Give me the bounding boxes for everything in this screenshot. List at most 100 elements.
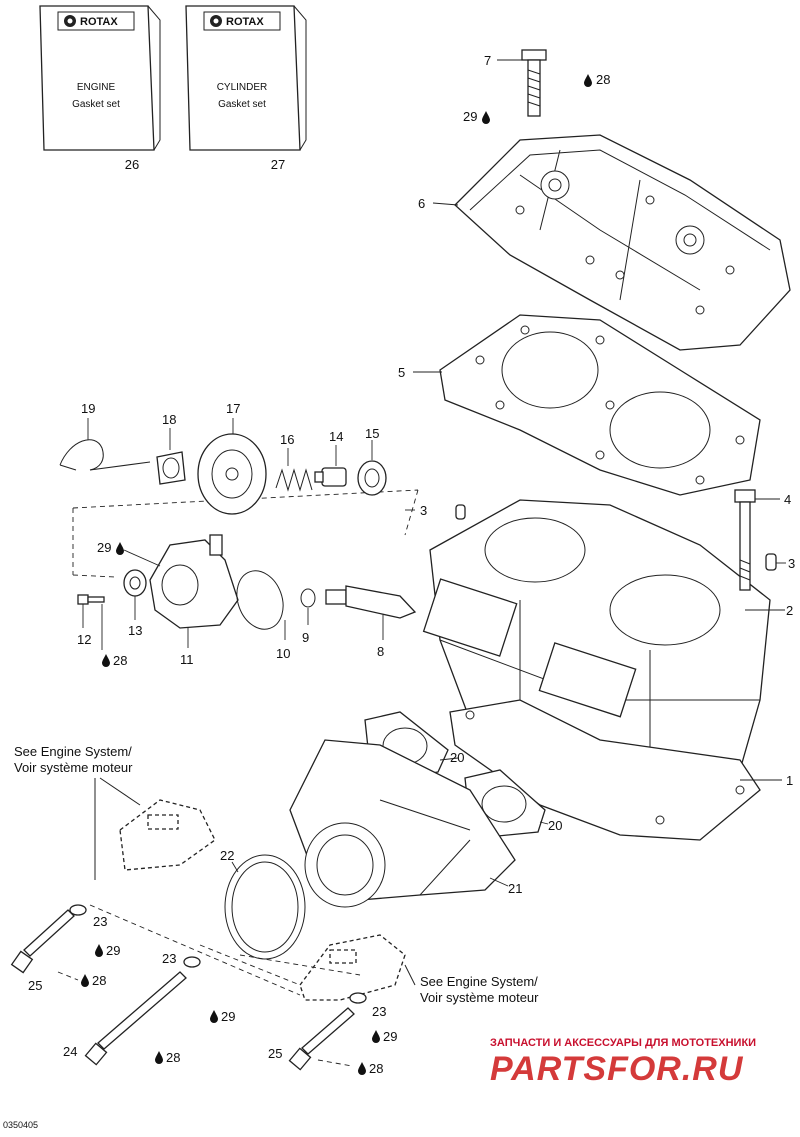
callout-15: 15 (365, 426, 379, 441)
callout-12: 12 (77, 632, 91, 647)
package-subtitle: Gasket set (218, 99, 266, 110)
drop-icon (102, 654, 110, 667)
o-ring-9 (300, 588, 316, 608)
callout-4: 4 (784, 492, 791, 507)
exhaust-manifold-reference (119, 799, 216, 871)
compound-29: 29 (97, 540, 111, 555)
seal-ring-15 (357, 460, 387, 496)
head-bolt-7 (521, 49, 547, 117)
callout-27: 27 (271, 157, 285, 172)
washer-23 (69, 904, 87, 916)
callout-21: 21 (508, 881, 522, 896)
compound-29: 29 (221, 1009, 235, 1024)
valve-housing-11 (149, 534, 239, 629)
drop-icon (210, 1010, 218, 1023)
callout-9: 9 (302, 630, 309, 645)
callout-13: 13 (128, 623, 142, 638)
o-ring-10 (236, 570, 284, 630)
valve-housing-cover-17 (197, 433, 267, 515)
compound-29: 29 (463, 109, 477, 124)
callout-5: 5 (398, 365, 405, 380)
callout-11: 11 (180, 652, 194, 667)
spring-16 (275, 468, 313, 492)
callout-23: 23 (162, 951, 176, 966)
exhaust-gasket-22 (224, 854, 306, 960)
callout-7: 7 (484, 53, 491, 68)
cylinder-bolt-4 (734, 489, 756, 591)
stud-bolt-25 (288, 1007, 355, 1071)
compound-28: 28 (596, 72, 610, 87)
spring-clip-19 (59, 439, 151, 471)
muffler-connector-reference (299, 934, 406, 1001)
stud-bolt-24 (84, 971, 187, 1066)
stud-bolt-25 (10, 909, 75, 974)
drop-icon (482, 111, 490, 124)
drop-icon (116, 542, 124, 555)
compound-29: 29 (106, 943, 120, 958)
valve-piston-14 (314, 467, 347, 487)
callout-3: 3 (420, 503, 427, 518)
reference-engine-system-right: See Engine System/ (420, 974, 538, 989)
drop-icon (372, 1030, 380, 1043)
callout-10: 10 (276, 646, 290, 661)
drop-icon (81, 974, 89, 987)
callout-23: 23 (93, 914, 107, 929)
drop-icon (95, 944, 103, 957)
package-subtitle: Gasket set (72, 99, 120, 110)
callout-20: 20 (450, 750, 464, 765)
exhaust-manifold-21 (289, 739, 516, 908)
oil-seal-13 (123, 569, 147, 597)
callout-19: 19 (81, 401, 95, 416)
outlet-fitting-8 (325, 585, 417, 619)
cylinder-head-6 (454, 134, 791, 351)
watermark-tagline: ЗАПЧАСТИ И АКСЕССУАРЫ ДЛЯ МОТОТЕХНИКИ (490, 1037, 756, 1049)
figure-code: 0350405 (3, 1120, 38, 1130)
compound-29: 29 (383, 1029, 397, 1044)
callout-20: 20 (548, 818, 562, 833)
callout-18: 18 (162, 412, 176, 427)
compound-28: 28 (113, 653, 127, 668)
reference-voir-systeme-right: Voir système moteur (420, 990, 539, 1005)
cylinder-gasket-set-package: ROTAX CYLINDER Gasket set 27 (185, 5, 307, 172)
callout-26: 26 (125, 157, 139, 172)
watermark: ЗАПЧАСТИ И АКСЕССУАРЫ ДЛЯ МОТОТЕХНИКИ PA… (490, 1037, 756, 1088)
reference-engine-system-left: See Engine System/ (14, 744, 132, 759)
washer-23 (349, 992, 367, 1004)
washer-23 (183, 956, 201, 968)
drop-icon (155, 1051, 163, 1064)
callout-24: 24 (63, 1044, 77, 1059)
callout-17: 17 (226, 401, 240, 416)
callout-6: 6 (418, 196, 425, 211)
callout-8: 8 (377, 644, 384, 659)
rotax-logo-icon (64, 15, 76, 27)
drop-icon (358, 1062, 366, 1075)
callout-23: 23 (372, 1004, 386, 1019)
valve-cap-18 (156, 451, 186, 485)
compound-28: 28 (92, 973, 106, 988)
callout-1: 1 (786, 773, 793, 788)
package-brand: ROTAX (226, 16, 264, 28)
package-title: ENGINE (77, 82, 116, 93)
rotax-logo-icon (210, 15, 222, 27)
callout-16: 16 (280, 432, 294, 447)
callout-2: 2 (786, 603, 793, 618)
callout-25: 25 (268, 1046, 282, 1061)
callout-25: 25 (28, 978, 42, 993)
head-gasket-5 (439, 314, 761, 496)
screw-12 (77, 594, 105, 605)
dowel-pin-3 (765, 553, 777, 571)
callout-22: 22 (220, 848, 234, 863)
callout-3: 3 (788, 556, 795, 571)
watermark-logo: PARTSFOR.RU (490, 1050, 744, 1088)
drop-icon (584, 74, 592, 87)
callout-14: 14 (329, 429, 343, 444)
dowel-pin-3 (455, 504, 466, 520)
compound-28: 28 (369, 1061, 383, 1076)
package-title: CYLINDER (217, 82, 268, 93)
compound-28: 28 (166, 1050, 180, 1065)
package-brand: ROTAX (80, 16, 118, 28)
reference-voir-systeme-left: Voir système moteur (14, 760, 133, 775)
engine-gasket-set-package: ROTAX ENGINE Gasket set 26 (39, 5, 161, 172)
